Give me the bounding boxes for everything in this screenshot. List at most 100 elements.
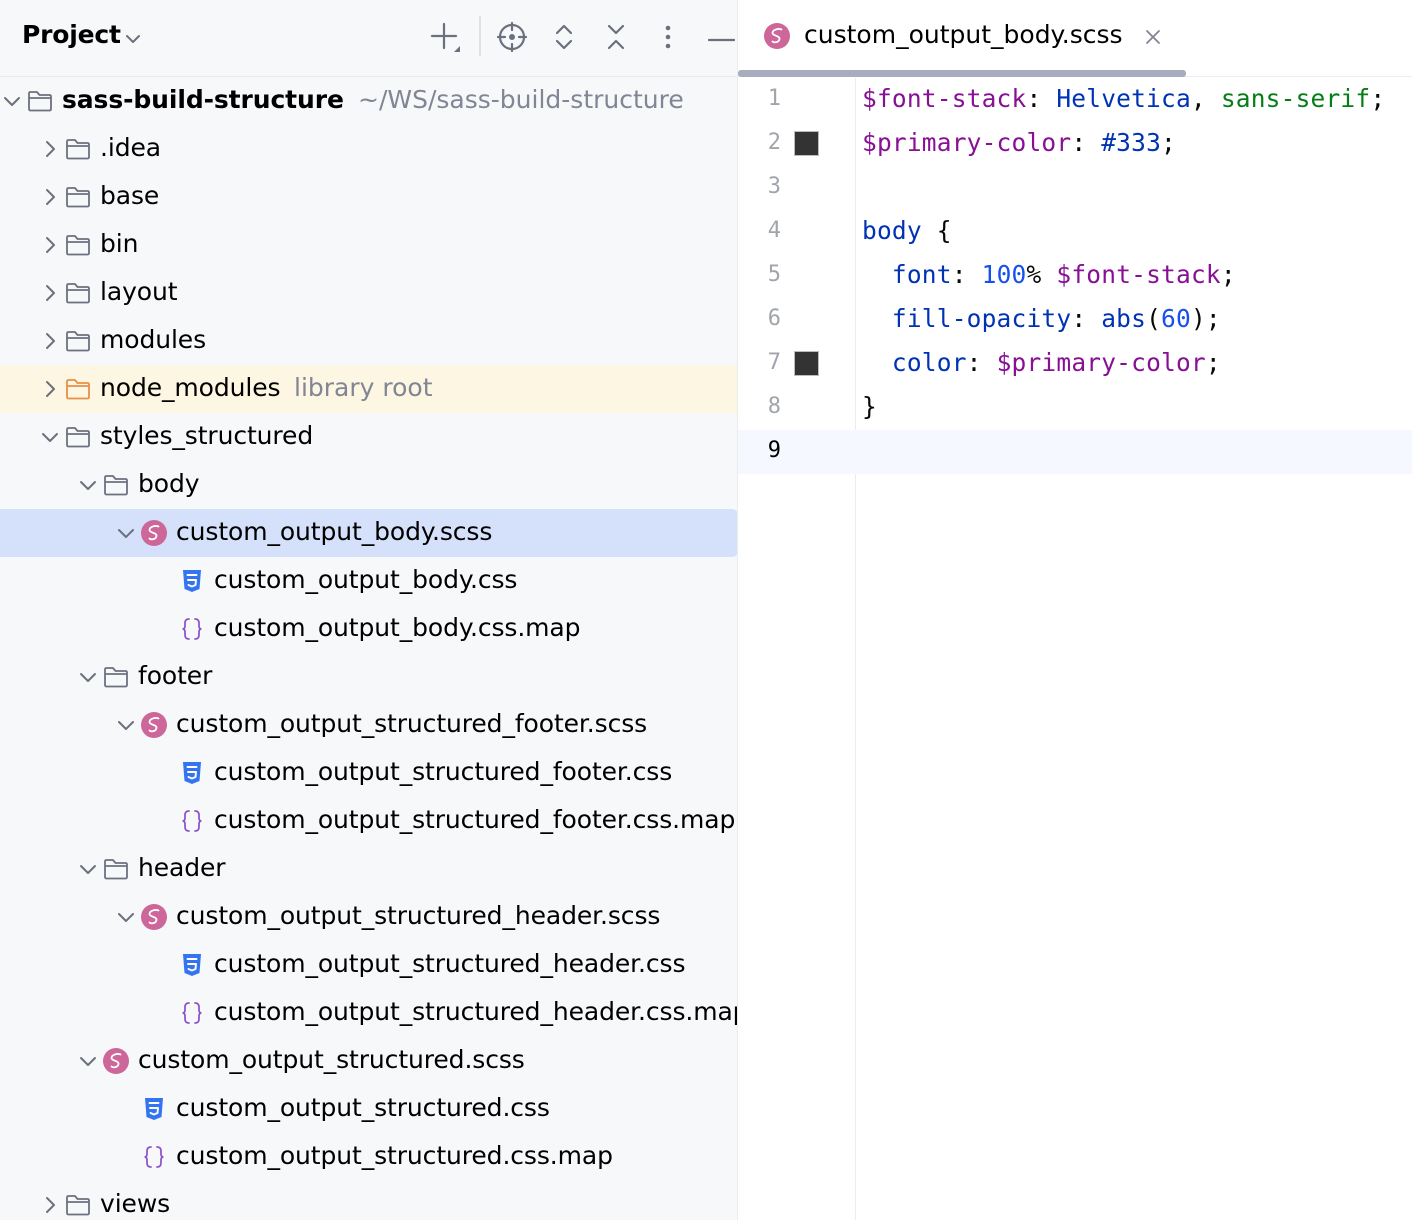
tree-item-label: .idea: [100, 133, 161, 162]
tree-row[interactable]: custom_output_body.scss: [0, 509, 738, 557]
css-file-icon: [183, 954, 201, 976]
folder-icon: [104, 859, 128, 880]
line-number: 3: [767, 174, 781, 199]
tree-row[interactable]: header: [0, 845, 738, 893]
tree-item-label: styles_structured: [100, 421, 314, 450]
tree-row[interactable]: custom_output_structured_header.css: [0, 941, 738, 989]
sass-file-icon: [103, 1048, 129, 1074]
add-icon[interactable]: [425, 17, 465, 57]
chevron-down-icon[interactable]: [115, 714, 137, 736]
tree-row[interactable]: sass-build-structure~/WS/sass-build-stru…: [0, 77, 738, 125]
code-token: :: [1071, 304, 1102, 333]
chevron-right-icon[interactable]: [39, 234, 61, 256]
chevron-down-icon[interactable]: [122, 28, 144, 50]
tree-row[interactable]: styles_structured: [0, 413, 738, 461]
chevron-down-icon[interactable]: [115, 906, 137, 928]
code-token: ;: [1220, 260, 1236, 289]
code-token: ,: [1190, 84, 1221, 113]
tree-row[interactable]: views: [0, 1181, 738, 1220]
chevron-down-icon[interactable]: [39, 426, 61, 448]
tree-row[interactable]: .idea: [0, 125, 738, 173]
tree-row[interactable]: custom_output_structured_footer.css.map: [0, 797, 738, 845]
tree-item-label: custom_output_structured_header.css.map: [214, 997, 738, 1026]
tree-row[interactable]: custom_output_structured.scss: [0, 1037, 738, 1085]
code-line[interactable]: 7 color: $primary-color;: [738, 342, 1412, 386]
tree-row[interactable]: custom_output_structured_header.scss: [0, 893, 738, 941]
code-token: ;: [1205, 348, 1221, 377]
code-line[interactable]: 2$primary-color: #333;: [738, 122, 1412, 166]
chevron-right-icon[interactable]: [39, 186, 61, 208]
code-token: [862, 304, 892, 333]
line-number: 7: [767, 350, 781, 375]
tree-row[interactable]: custom_output_structured.css.map: [0, 1133, 738, 1181]
expand-all-icon[interactable]: [544, 17, 584, 57]
chevron-down-icon[interactable]: [77, 1050, 99, 1072]
project-view-title[interactable]: Project: [22, 20, 121, 49]
tree-row[interactable]: layout: [0, 269, 738, 317]
code-line[interactable]: 8}: [738, 386, 1412, 430]
folder-icon: [66, 139, 90, 160]
chevron-down-icon[interactable]: [77, 858, 99, 880]
tree-item-label: custom_output_structured_footer.scss: [176, 709, 648, 738]
locate-icon[interactable]: [492, 17, 532, 57]
tree-item-label: footer: [138, 661, 213, 690]
code-line[interactable]: 1$font-stack: Helvetica, sans-serif;: [738, 78, 1412, 122]
code-text: }: [862, 392, 877, 421]
tree-row[interactable]: base: [0, 173, 738, 221]
tree-row[interactable]: custom_output_structured_footer.scss: [0, 701, 738, 749]
chevron-right-icon[interactable]: [39, 1194, 61, 1216]
pane-splitter[interactable]: [737, 0, 738, 1220]
chevron-down-icon[interactable]: [77, 474, 99, 496]
line-number: 5: [767, 262, 781, 287]
code-line[interactable]: 9: [738, 430, 1412, 474]
code-text: color: $primary-color;: [862, 348, 1221, 377]
chevron-down-icon[interactable]: [115, 522, 137, 544]
tree-item-label: bin: [100, 229, 139, 258]
tree-row[interactable]: body: [0, 461, 738, 509]
chevron-right-icon[interactable]: [39, 330, 61, 352]
tree-row[interactable]: custom_output_body.css: [0, 557, 738, 605]
tree-row[interactable]: custom_output_structured_footer.css: [0, 749, 738, 797]
editor-tab[interactable]: custom_output_body.scss: [738, 0, 1186, 77]
tree-row[interactable]: modules: [0, 317, 738, 365]
chevron-right-icon[interactable]: [39, 282, 61, 304]
color-swatch-icon[interactable]: [794, 131, 819, 156]
toolbar-separator: [479, 16, 481, 56]
code-token: Helvetica: [1056, 84, 1191, 113]
json-file-icon: [182, 1002, 202, 1024]
tree-row[interactable]: custom_output_structured.css: [0, 1085, 738, 1133]
minimize-icon[interactable]: [700, 17, 738, 57]
tree-item-hint: library root: [294, 373, 433, 402]
tree-item-label: custom_output_structured_footer.css: [214, 757, 673, 786]
sass-file-icon: [141, 904, 167, 930]
collapse-all-icon[interactable]: [596, 17, 636, 57]
code-token: 60: [1161, 304, 1191, 333]
code-line[interactable]: 6 fill-opacity: abs(60);: [738, 298, 1412, 342]
tree-row[interactable]: custom_output_body.css.map: [0, 605, 738, 653]
css-file-icon: [145, 1098, 163, 1120]
code-token: }: [862, 392, 877, 421]
css-file-icon: [183, 762, 201, 784]
tree-row[interactable]: bin: [0, 221, 738, 269]
line-number: 8: [767, 394, 781, 419]
color-swatch-icon[interactable]: [794, 351, 819, 376]
tree-row[interactable]: footer: [0, 653, 738, 701]
chevron-down-icon[interactable]: [77, 666, 99, 688]
project-tool-window: Project: [0, 16, 738, 1220]
chevron-right-icon[interactable]: [39, 378, 61, 400]
tree-item-label: custom_output_structured.css.map: [176, 1141, 613, 1170]
chevron-down-icon[interactable]: [1, 90, 23, 112]
close-icon[interactable]: [1141, 25, 1165, 49]
chevron-right-icon[interactable]: [39, 138, 61, 160]
tree-row[interactable]: custom_output_structured_header.css.map: [0, 989, 738, 1037]
json-file-icon: [182, 618, 202, 640]
code-line[interactable]: 3: [738, 166, 1412, 210]
more-options-icon[interactable]: [648, 17, 688, 57]
sass-file-icon: [764, 23, 790, 49]
tree-item-label: custom_output_body.scss: [176, 517, 493, 546]
code-line[interactable]: 5 font: 100% $font-stack;: [738, 254, 1412, 298]
tree-item-label: body: [138, 469, 200, 498]
